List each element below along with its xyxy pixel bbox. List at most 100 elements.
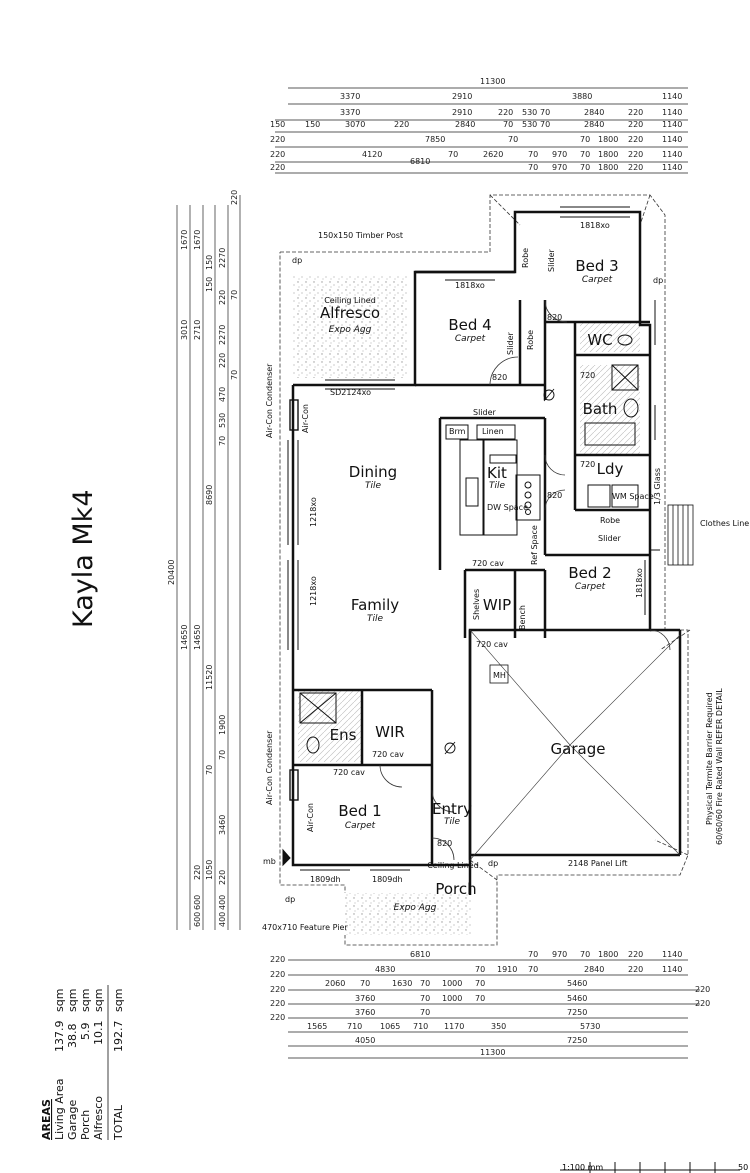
- dim-bottom: 220: [270, 970, 285, 979]
- broom-label: Brm: [449, 427, 466, 436]
- room-family-finish: Tile: [367, 614, 383, 624]
- window-bed4: 1818xo: [455, 281, 485, 290]
- dim-top: 4120: [362, 150, 382, 159]
- dim-top: 70: [448, 150, 458, 159]
- room-dining-finish: Tile: [365, 481, 381, 491]
- glass-label: 1/3 Glass: [653, 468, 662, 505]
- dim-left: 220: [230, 190, 239, 205]
- meter-box-label: mb: [263, 857, 276, 866]
- room-kit-finish: Tile: [489, 481, 505, 491]
- condenser-label-1: Air-Con Condenser: [265, 363, 274, 438]
- dim-bottom: 7250: [567, 1036, 587, 1045]
- room-alfresco: Alfresco: [320, 304, 380, 322]
- dim-top: 220: [498, 108, 513, 117]
- dim-bottom: 970: [552, 950, 567, 959]
- dim-bottom: 220: [628, 950, 643, 959]
- dim-left: 150: [205, 277, 214, 292]
- sliding-door-label: SD2124xo: [330, 388, 371, 397]
- area-label-porch: Porch: [79, 1110, 92, 1140]
- room-dining: Dining: [349, 463, 397, 481]
- dim-top: 530: [522, 120, 537, 129]
- dim-bottom: 1630: [392, 979, 412, 988]
- floor-waste-icon: [444, 388, 555, 755]
- dim-left: 220: [218, 353, 227, 368]
- dim-left: 14650: [180, 625, 189, 650]
- left-dimensions: [176, 195, 241, 930]
- timber-post-label: 150x150 Timber Post: [318, 231, 403, 240]
- dim-top: 970: [552, 150, 567, 159]
- area-unit-porch: sqm: [79, 989, 92, 1012]
- dim-top: 70: [580, 163, 590, 172]
- aircon-label-2: Air-Con: [306, 803, 315, 832]
- garage-door-label: 2148 Panel Lift: [568, 859, 628, 868]
- wm-space-label: WM Space: [612, 492, 654, 501]
- dim-left: 1670: [193, 230, 202, 250]
- dim-bottom: 1000: [442, 979, 462, 988]
- room-kit: Kit: [487, 464, 507, 482]
- room-bath: Bath: [583, 400, 618, 418]
- dim-left: 70: [230, 290, 239, 300]
- areas-heading: AREAS: [40, 1099, 53, 1140]
- dim-top: 220: [394, 120, 409, 129]
- dim-left: 470: [218, 387, 227, 402]
- dim-bottom-overall: 11300: [480, 1048, 505, 1057]
- door-entry: 820: [437, 839, 452, 848]
- dim-bottom: 5460: [567, 979, 587, 988]
- room-ens: Ens: [330, 726, 357, 744]
- room-garage: Garage: [551, 740, 606, 758]
- dim-top-overall: 11300: [480, 77, 505, 86]
- slider-label-bed4: Slider: [506, 331, 515, 355]
- dim-left: 600: [193, 895, 202, 910]
- dim-left: 3460: [218, 815, 227, 835]
- dim-top: 70: [540, 120, 550, 129]
- room-wir: WIR: [375, 723, 405, 741]
- door-bed4: 820: [492, 373, 507, 382]
- dim-top: 1140: [662, 150, 682, 159]
- window-bed3: 1818xo: [580, 221, 610, 230]
- area-label-living: Living Area: [53, 1078, 66, 1140]
- dim-bottom: 1170: [444, 1022, 464, 1031]
- plan-title: Kayla Mk4: [68, 490, 99, 629]
- dim-bottom: 70: [475, 979, 485, 988]
- door-bath-720: 720: [580, 371, 595, 380]
- dim-bottom: 1910: [497, 965, 517, 974]
- dim-top: 70: [503, 120, 513, 129]
- downpipe-label-3: dp: [488, 859, 498, 868]
- wir-cav-label: 720 cav: [372, 750, 404, 759]
- dim-top: 220: [628, 163, 643, 172]
- room-bed2: Bed 2: [568, 564, 611, 582]
- dim-bottom: 70: [528, 950, 538, 959]
- dim-top: 7850: [425, 135, 445, 144]
- window-bed1-left: 1809dh: [310, 875, 341, 884]
- area-value-alfresco: 10.1: [92, 1021, 105, 1046]
- dim-left: 70: [230, 370, 239, 380]
- dim-left: 1670: [180, 230, 189, 250]
- area-unit-living: sqm: [53, 989, 66, 1012]
- manhole-label: MH: [493, 671, 506, 680]
- dim-top: 1140: [662, 108, 682, 117]
- robe-label-bed3: Robe: [521, 248, 530, 268]
- dim-top: 3370: [340, 108, 360, 117]
- dim-bottom: 1140: [662, 950, 682, 959]
- dim-left: 600: [193, 912, 202, 927]
- bench-label: Bench: [518, 605, 527, 630]
- dim-bottom: 70: [420, 994, 430, 1003]
- slider-label-bed2: Slider: [598, 534, 622, 543]
- dim-left-overall: 20400: [167, 560, 176, 585]
- dim-top: 70: [528, 150, 538, 159]
- door-bed3: 820: [547, 313, 562, 322]
- dim-bottom: 1800: [598, 950, 618, 959]
- door-ldy: 820: [547, 491, 562, 500]
- dim-bottom: 2060: [325, 979, 345, 988]
- wip-cav-label: 720 cav: [476, 640, 508, 649]
- dim-left: 70: [218, 436, 227, 446]
- downpipe-label: dp: [292, 256, 302, 265]
- dim-top: 6810: [410, 157, 430, 166]
- room-entry-finish: Tile: [444, 817, 460, 827]
- dim-left: 70: [205, 765, 214, 775]
- dim-left: 220: [218, 870, 227, 885]
- clothes-line-label: Clothes Line: [700, 519, 749, 528]
- dim-top: 70: [580, 150, 590, 159]
- dim-left: 1050: [205, 860, 214, 880]
